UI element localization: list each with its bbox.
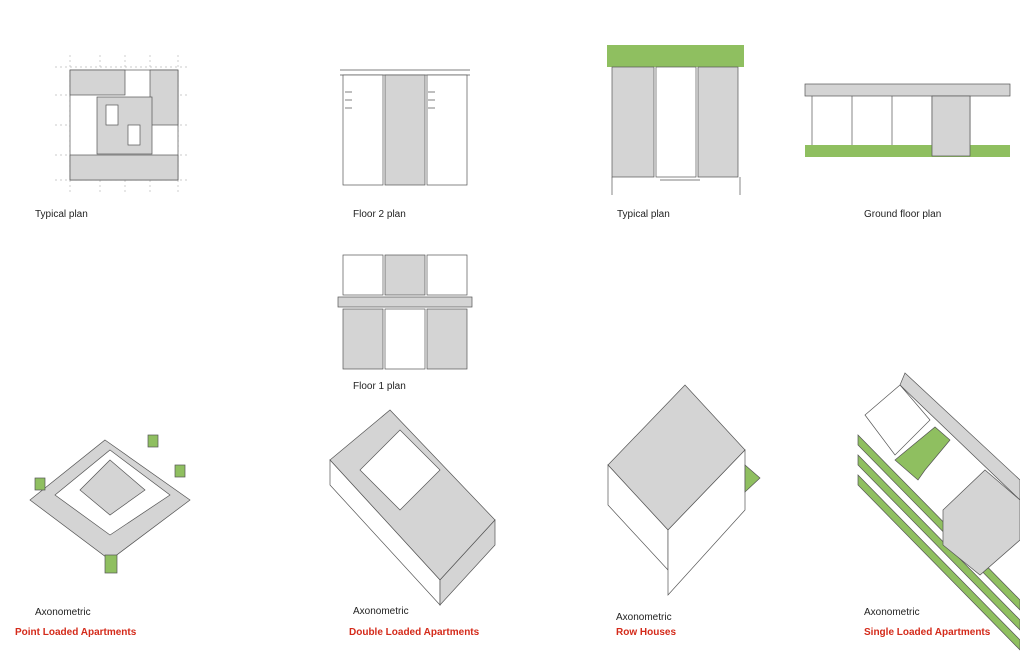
single-loaded-axonometric [857,372,1020,651]
row-houses-typical-plan [607,45,744,195]
single-loaded-ground-floor-plan [804,83,1011,157]
plan-label: Typical plan [35,209,88,220]
typology-title: Row Houses [616,627,677,638]
plan-label: Floor 1 plan [353,381,406,392]
point-loaded-typical-plan [55,55,190,195]
double-loaded-axonometric [329,409,496,606]
axonometric-label: Axonometric [864,607,920,618]
typology-title: Double Loaded Apartments [349,627,480,638]
plan-label: Floor 2 plan [353,209,406,220]
axonometric-label: Axonometric [616,612,672,623]
typology-title: Single Loaded Apartments [864,627,991,638]
double-loaded-floor1-plan [337,254,473,370]
plan-label: Ground floor plan [864,209,942,220]
point-loaded-axonometric [29,434,191,574]
typology-title: Point Loaded Apartments [15,627,137,638]
axonometric-label: Axonometric [35,607,91,618]
plan-label: Typical plan [617,209,670,220]
axonometric-label: Axonometric [353,606,409,617]
row-houses-axonometric [607,384,761,596]
double-loaded-floor2-plan [340,69,470,186]
